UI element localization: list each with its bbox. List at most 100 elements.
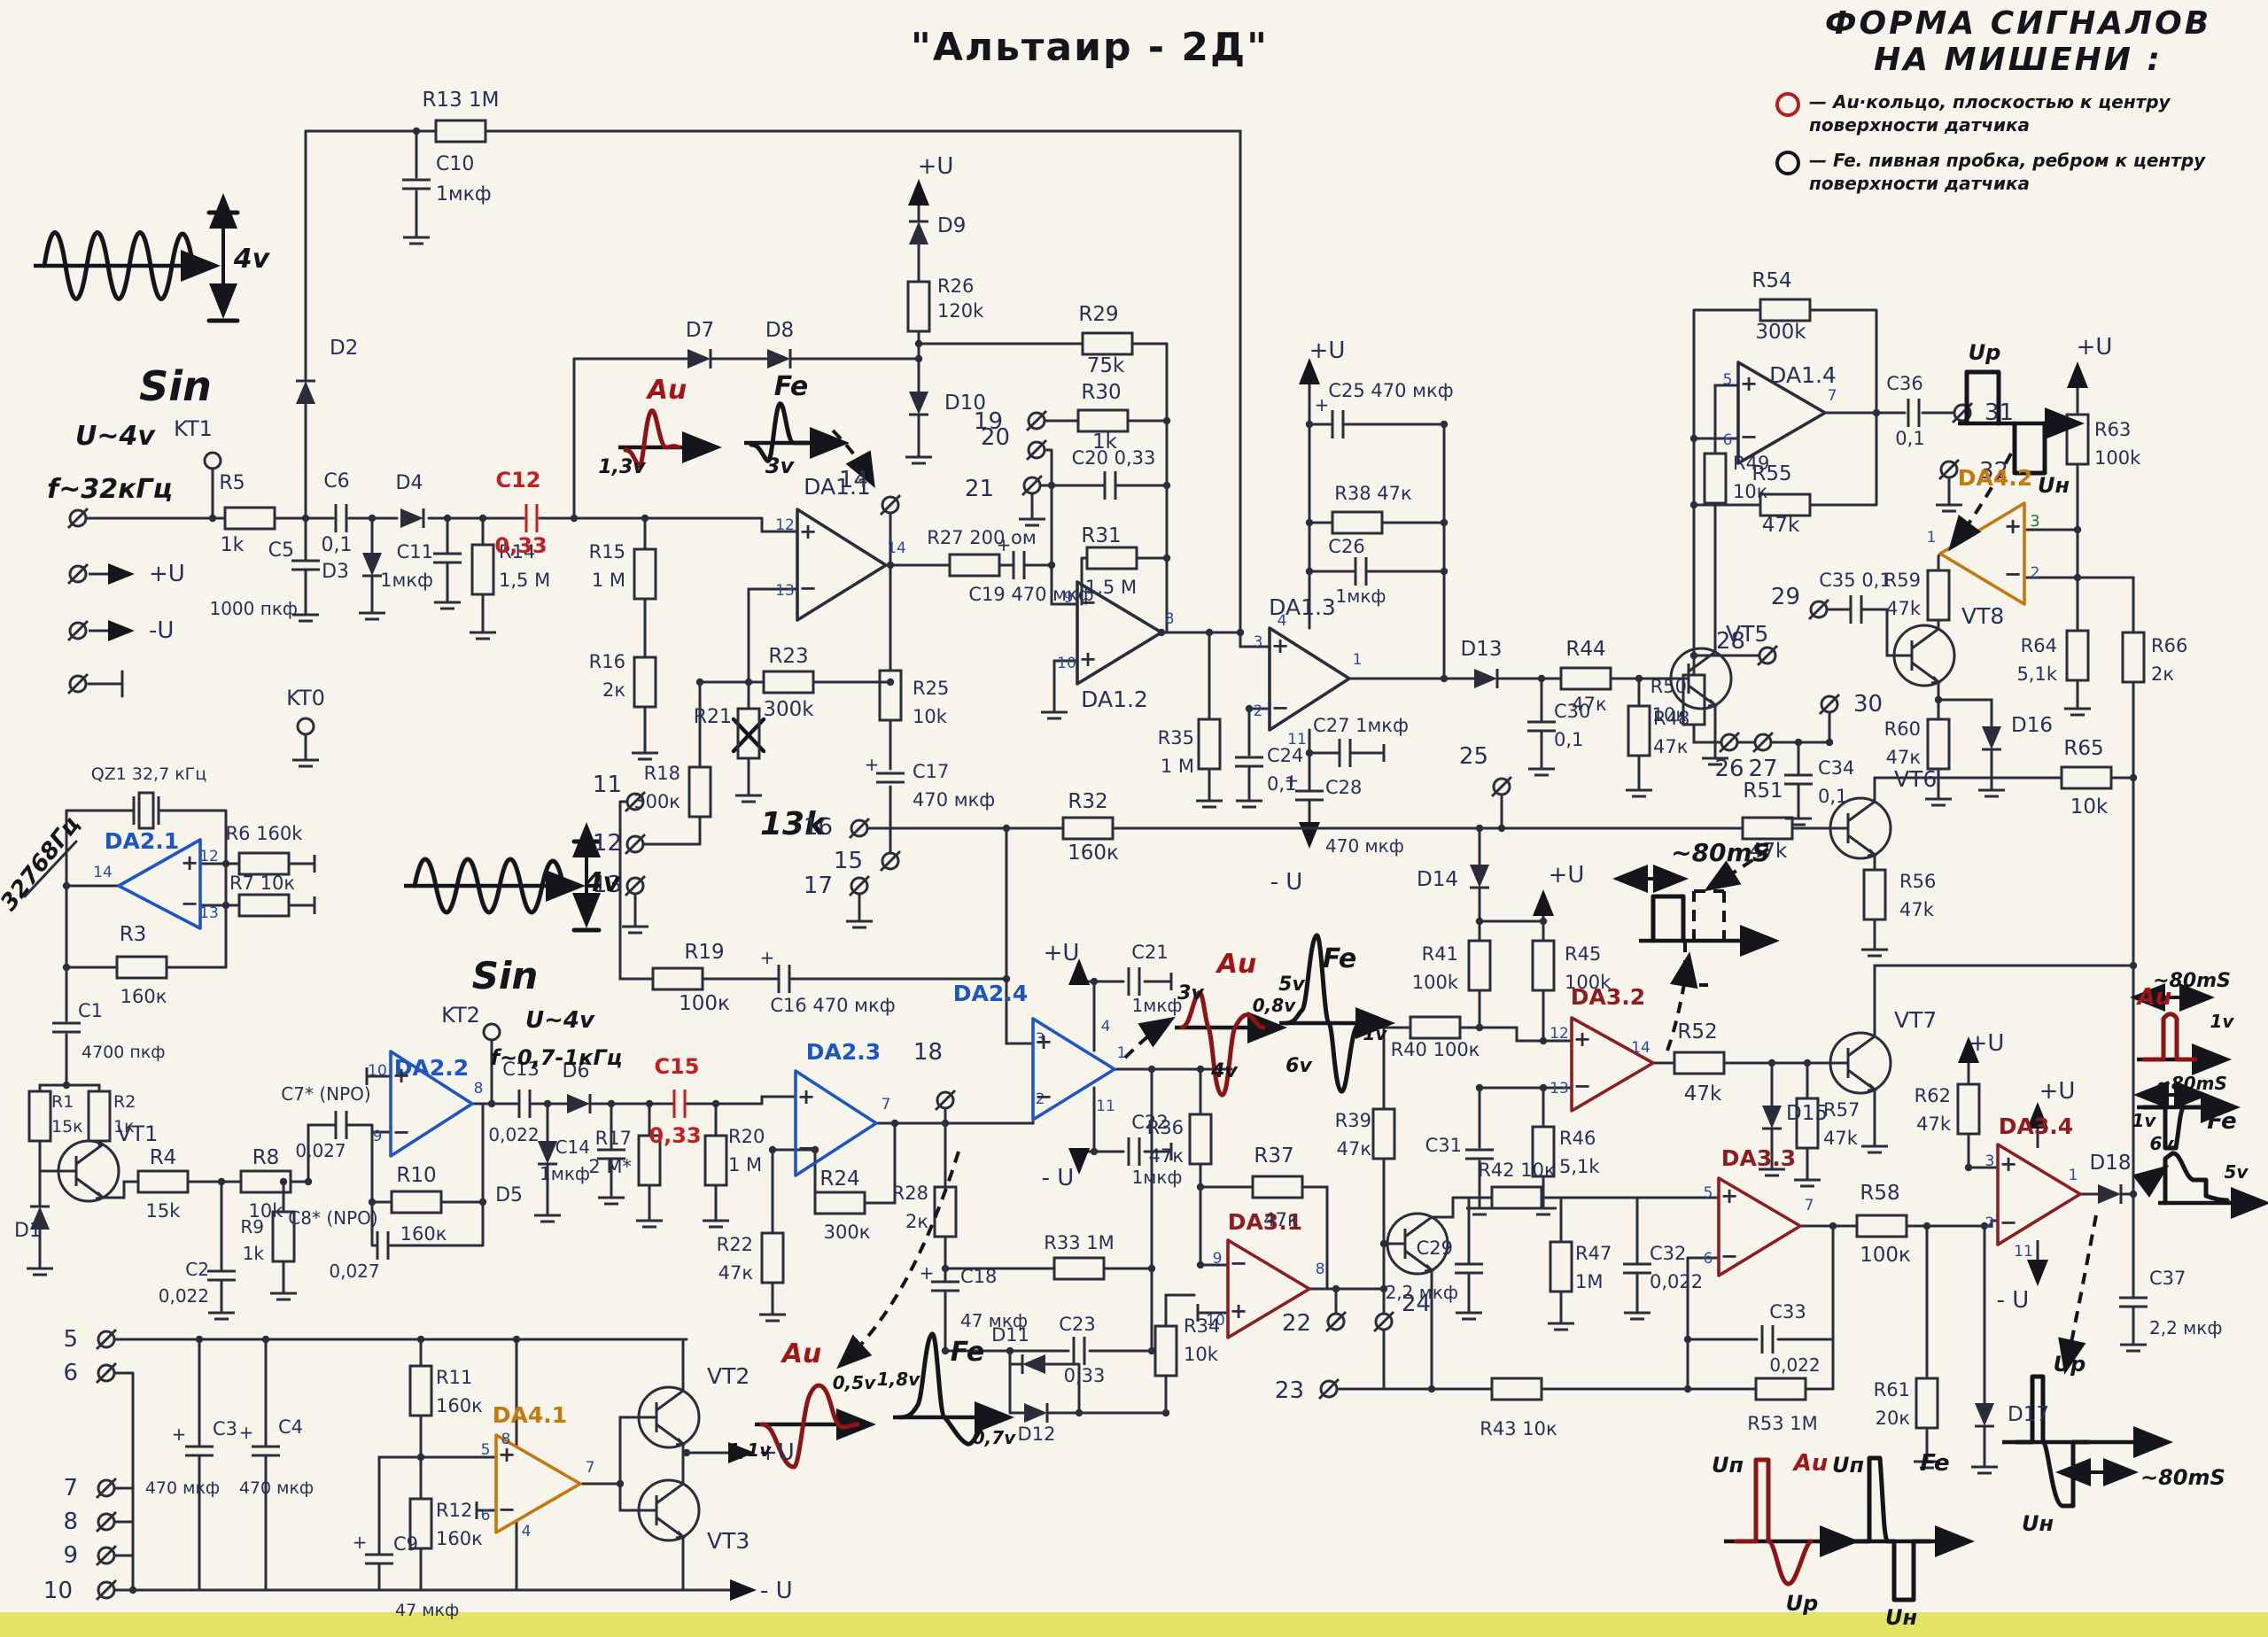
dash-arrow-da32out: [1666, 951, 1698, 1051]
part-D8: [765, 347, 792, 370]
label-16: 16: [804, 814, 833, 841]
ground-symbol: [634, 1210, 664, 1229]
label-1000-пкф: 1000 пкф: [209, 598, 298, 619]
part-R35: [1197, 718, 1222, 771]
label-25: 25: [1459, 743, 1488, 770]
label-5: 5: [1704, 1184, 1713, 1202]
label-C1: C1: [78, 1000, 103, 1021]
ground-symbol: [757, 1304, 788, 1323]
dash-arrow-to-terminal14: [831, 429, 875, 489]
part-C35: [1849, 594, 1863, 625]
label-−: −: [1573, 1074, 1591, 1098]
label-470-мкф: 470 мкф: [239, 1478, 314, 1498]
fe-ring-icon: [1775, 151, 1800, 175]
part-R62: [1956, 1082, 1981, 1136]
part-D2: [294, 379, 317, 406]
label-75k: 75k: [1087, 354, 1125, 377]
part-t20: [1025, 438, 1048, 462]
ground-symbol: [1860, 939, 1890, 958]
part-R29: [1081, 331, 1134, 356]
junction-dot: [2129, 961, 2138, 970]
label-7: 7: [882, 1096, 891, 1113]
part-C11: [431, 552, 463, 564]
label-12: 12: [775, 516, 795, 534]
opamp-DA3.2: [1570, 1016, 1655, 1113]
part-t15: [879, 850, 902, 873]
label-2,2-мкф: 2,2 мкф: [1386, 1282, 1458, 1303]
label-31: 31: [1984, 400, 2014, 426]
junction-dot: [1440, 518, 1449, 527]
junction-dot: [221, 901, 230, 910]
label-R4: R4: [150, 1146, 177, 1169]
legend-fe-text: — Fe. пивная пробка, ребром к центру: [1809, 150, 2206, 171]
ground-symbol: [468, 622, 498, 640]
label-C22: C22: [1131, 1112, 1168, 1133]
label-C13: C13: [502, 1059, 539, 1080]
label-5v: 5v: [2225, 1161, 2249, 1183]
label-Fe: Fe: [774, 371, 809, 402]
au-wave-bottomleft: [759, 1383, 860, 1470]
label-Uн: Uн: [1885, 1605, 1917, 1630]
junction-dot: [1803, 1059, 1812, 1067]
label-10: 10: [43, 1578, 73, 1604]
label-9: 9: [1064, 589, 1074, 607]
junction-dot: [1829, 1222, 1837, 1230]
junction-dot: [1689, 434, 1698, 443]
label-DA3.4: DA3.4: [1999, 1113, 2073, 1139]
junction-dot: [1537, 674, 1546, 683]
label-1,1v: 1,1v: [728, 1439, 772, 1461]
part-R27: [948, 553, 1001, 578]
part-R26: [906, 280, 931, 333]
junction-dot: [1090, 977, 1099, 986]
label-DA4.1: DA4.1: [493, 1402, 567, 1428]
label-+: +: [498, 1442, 516, 1467]
label-DA2.2: DA2.2: [394, 1055, 469, 1081]
label-3: 3: [2030, 512, 2039, 531]
part-R59: [1926, 569, 1951, 622]
junction-dot: [2073, 573, 2082, 582]
label-160к: 160к: [120, 986, 167, 1007]
label-+U: +U: [1549, 862, 1585, 888]
part-R11: [408, 1364, 433, 1417]
label-R37: R37: [1254, 1144, 1293, 1168]
label-Fe: Fe: [1323, 943, 1357, 974]
label-C21: C21: [1131, 942, 1168, 963]
part-R30: [1076, 408, 1130, 433]
part-R2: [87, 1090, 112, 1143]
label-+: +: [997, 534, 1012, 555]
label-13: 13: [775, 582, 795, 600]
part-t12: [624, 833, 647, 856]
label-12: 12: [199, 848, 219, 865]
junction-dot: [768, 1145, 777, 1154]
label-14: 14: [1631, 1039, 1651, 1057]
part-t24: [1372, 1310, 1395, 1333]
part-R31: [1085, 546, 1138, 570]
junction-dot: [1440, 567, 1449, 576]
opamp-DA2.2: [389, 1050, 474, 1158]
junction-dot: [1245, 704, 1254, 713]
label-300k: 300k: [763, 698, 814, 721]
label-DA4.2: DA4.2: [1958, 465, 2032, 491]
legend-item-au: — Au·кольцо, плоскостью к центру поверхн…: [1772, 90, 2264, 136]
label-13k: 13k: [760, 806, 827, 842]
label-2,2-мкф: 2,2 мкф: [2149, 1317, 2222, 1338]
part-R61: [1915, 1377, 1939, 1430]
junction-dot: [221, 859, 230, 868]
part-C28: [1293, 789, 1325, 802]
opamp-DA1.1: [796, 508, 888, 622]
label-10k: 10k: [2070, 795, 2109, 818]
label-R7-10к: R7 10к: [229, 873, 295, 894]
junction-dot: [941, 1119, 950, 1128]
opamp-DA1.4: [1736, 361, 1827, 465]
label-0,022: 0,022: [488, 1124, 539, 1145]
